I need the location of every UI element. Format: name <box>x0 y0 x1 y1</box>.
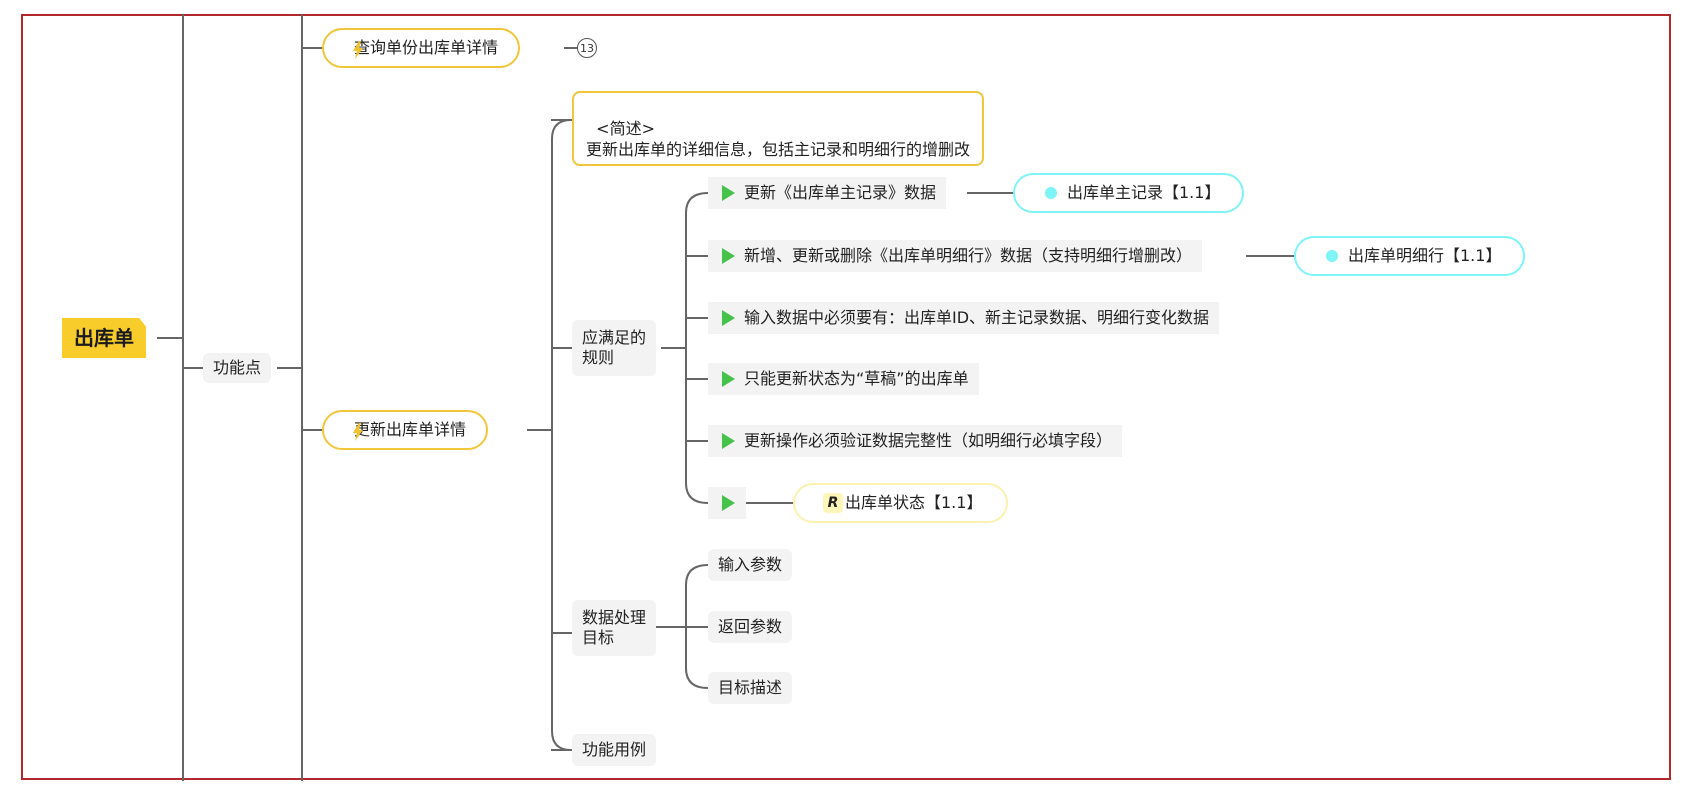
green-triangle-icon <box>722 495 735 511</box>
data-item-goal-description[interactable]: 目标描述 <box>708 672 793 704</box>
rule-label: 更新《出库单主记录》数据 <box>744 183 937 202</box>
canvas-frame <box>21 14 1671 780</box>
feature-update-label: 更新出库单详情 <box>354 420 467 439</box>
category-label: 功能点 <box>213 358 262 377</box>
green-triangle-icon <box>722 310 735 326</box>
rule-node-2[interactable]: 新增、更新或删除《出库单明细行》数据（支持明细行增删改） <box>708 240 1203 272</box>
r-badge-icon: R <box>823 493 843 513</box>
rules-group-label: 应满足的 规则 <box>582 328 647 367</box>
rule-label: 更新操作必须验证数据完整性（如明细行必填字段） <box>744 431 1113 450</box>
data-item-label: 目标描述 <box>718 678 783 697</box>
ref-label: 出库单状态【1.1】 <box>845 493 983 512</box>
rule-node-3[interactable]: 输入数据中必须要有：出库单ID、新主记录数据、明细行变化数据 <box>708 302 1220 334</box>
use-cases-label: 功能用例 <box>582 740 647 759</box>
rule-label: 新增、更新或删除《出库单明细行》数据（支持明细行增删改） <box>744 246 1193 265</box>
use-cases-node[interactable]: 功能用例 <box>572 734 657 766</box>
ref-node-detail-line[interactable]: 出库单明细行【1.1】 <box>1294 236 1526 276</box>
summary-node[interactable]: <简述> 更新出库单的详细信息，包括主记录和明细行的增删改 <box>572 91 985 166</box>
ref-label: 出库单明细行【1.1】 <box>1348 246 1502 265</box>
ref-node-main-record[interactable]: 出库单主记录【1.1】 <box>1013 173 1245 213</box>
rule-node-1[interactable]: 更新《出库单主记录》数据 <box>708 177 947 209</box>
green-triangle-icon <box>722 371 735 387</box>
root-label: 出库单 <box>74 326 134 350</box>
rule-node-6[interactable] <box>708 487 746 519</box>
lightning-icon <box>353 423 363 441</box>
data-item-label: 输入参数 <box>718 555 783 574</box>
green-triangle-icon <box>722 433 735 449</box>
ref-label: 出库单主记录【1.1】 <box>1067 183 1221 202</box>
ref-node-status[interactable]: R 出库单状态【1.1】 <box>793 483 1009 523</box>
rule-node-5[interactable]: 更新操作必须验证数据完整性（如明细行必填字段） <box>708 425 1123 457</box>
rule-label: 输入数据中必须要有：出库单ID、新主记录数据、明细行变化数据 <box>744 308 1210 327</box>
cyan-dot-icon <box>1045 187 1057 199</box>
connector-line <box>551 118 573 752</box>
feature-query-label: 查询单份出库单详情 <box>354 38 499 57</box>
rule-node-4[interactable]: 只能更新状态为“草稿”的出库单 <box>708 363 979 395</box>
data-item-label: 返回参数 <box>718 617 783 636</box>
lightning-icon <box>353 41 363 59</box>
green-triangle-icon <box>722 185 735 201</box>
data-group-label: 数据处理 目标 <box>582 608 647 647</box>
rule-label: 只能更新状态为“草稿”的出库单 <box>744 369 969 388</box>
feature-node-query[interactable]: 查询单份出库单详情 <box>322 28 521 68</box>
rules-group-node[interactable]: 应满足的 规则 <box>572 320 657 376</box>
connector-line <box>685 191 710 505</box>
summary-text: <简述> 更新出库单的详细信息，包括主记录和明细行的增删改 <box>586 119 971 159</box>
collapsed-count-badge[interactable]: 13 <box>577 38 597 58</box>
data-group-node[interactable]: 数据处理 目标 <box>572 600 657 656</box>
data-item-return-params[interactable]: 返回参数 <box>708 611 793 643</box>
feature-node-update[interactable]: 更新出库单详情 <box>322 410 489 450</box>
cyan-dot-icon <box>1326 250 1338 262</box>
data-item-input-params[interactable]: 输入参数 <box>708 549 793 581</box>
category-node-feature-points[interactable]: 功能点 <box>203 353 272 383</box>
root-node[interactable]: 出库单 <box>62 318 146 358</box>
green-triangle-icon <box>722 248 735 264</box>
